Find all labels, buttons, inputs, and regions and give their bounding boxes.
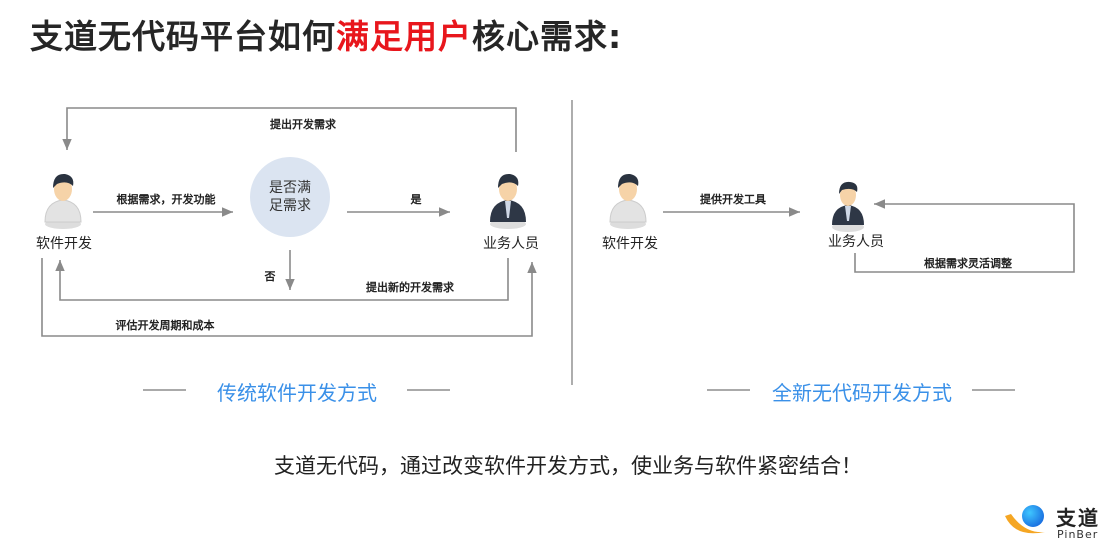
label-develop: 根据需求，开发功能 bbox=[116, 193, 216, 206]
label-adjust: 根据需求灵活调整 bbox=[924, 257, 1012, 270]
decision-node: 是否满足需求 bbox=[250, 157, 330, 237]
logo-sub: PinBer bbox=[1057, 528, 1099, 541]
title-prefix: 支道无代码平台如何 bbox=[30, 17, 336, 56]
decision-text: 是否满足需求 bbox=[269, 180, 311, 214]
edge-new-req bbox=[55, 258, 509, 301]
role-business-left: 业务人员 bbox=[483, 236, 539, 252]
label-new-request: 提出新的开发需求 bbox=[366, 281, 454, 294]
title-highlight: 满足用户 bbox=[336, 17, 472, 56]
edge-adjust bbox=[854, 199, 1075, 273]
edge-estimate bbox=[41, 258, 537, 337]
edge-top bbox=[62, 107, 517, 152]
business-icon-left bbox=[490, 173, 526, 229]
business-icon-right bbox=[832, 181, 864, 232]
role-developer-left: 软件开发 bbox=[36, 236, 92, 252]
logo-name: 支道 bbox=[1056, 506, 1100, 530]
label-top-request: 提出开发需求 bbox=[270, 118, 336, 131]
role-business-right: 业务人员 bbox=[828, 234, 884, 250]
caption-traditional: 传统软件开发方式 bbox=[217, 381, 377, 405]
footer-statement: 支道无代码，通过改变软件开发方式，使业务与软件紧密结合！ bbox=[274, 454, 862, 478]
caption-nocode: 全新无代码开发方式 bbox=[772, 381, 952, 405]
page-title: 支道无代码平台如何满足用户核心需求: bbox=[30, 10, 622, 58]
developer-icon-right bbox=[609, 173, 647, 229]
role-developer-right: 软件开发 bbox=[602, 236, 658, 252]
label-estimate: 评估开发周期和成本 bbox=[115, 319, 215, 332]
developer-icon-left bbox=[44, 173, 82, 229]
label-no: 否 bbox=[264, 270, 276, 283]
title-suffix: 核心需求: bbox=[472, 17, 623, 56]
label-yes: 是 bbox=[410, 193, 422, 206]
logo-mark bbox=[1005, 505, 1045, 534]
label-tools: 提供开发工具 bbox=[700, 193, 766, 206]
